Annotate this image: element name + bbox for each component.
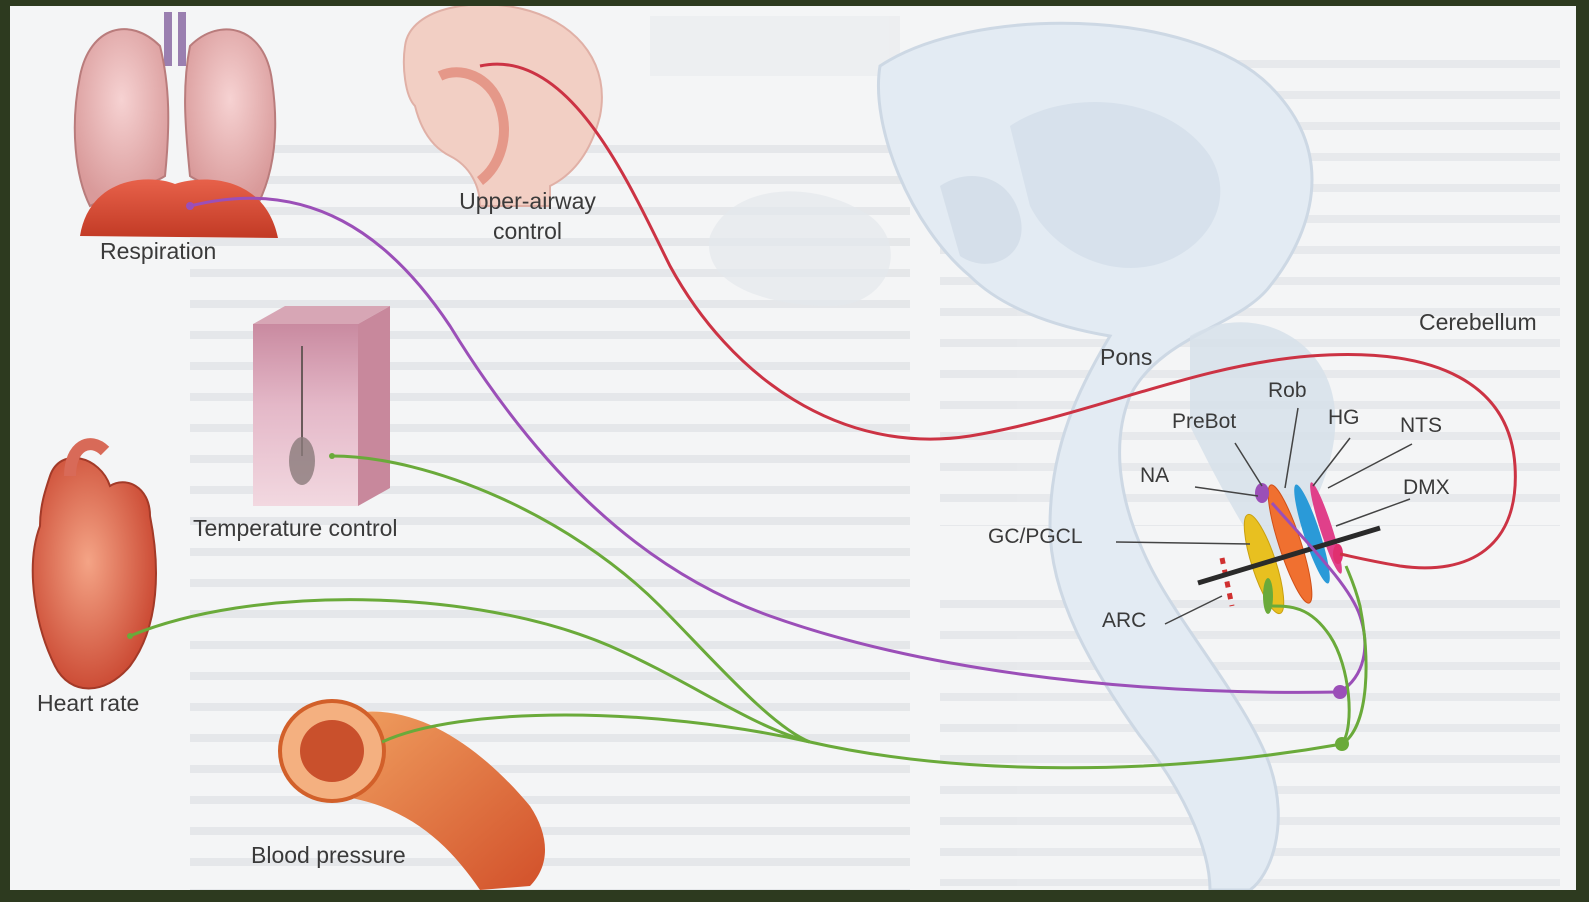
label-cerebellum: Cerebellum	[1419, 309, 1537, 336]
label-upper-airway-line2: control	[440, 216, 615, 246]
respiration-origin	[186, 202, 194, 210]
respiration-endpoint	[1333, 685, 1347, 699]
midbrain-shade	[709, 191, 891, 306]
right-lung	[185, 29, 275, 204]
label-blood-pressure: Blood pressure	[251, 842, 406, 869]
heart-illustration	[33, 444, 156, 688]
infant-head-illustration	[404, 6, 602, 206]
nucleus-green	[1263, 578, 1273, 614]
label-temperature: Temperature control	[193, 515, 398, 542]
trachea	[168, 12, 182, 66]
cardio-endpoint	[1335, 737, 1349, 751]
heart-body	[33, 458, 156, 689]
label-arc: ARC	[1102, 609, 1146, 633]
label-upper-airway-line1: Upper-airway	[440, 186, 615, 216]
label-upper-airway: Upper-airway control	[440, 186, 615, 246]
label-gc-pgcl: GC/PGCL	[988, 525, 1083, 549]
temperature-origin	[329, 453, 335, 459]
skin-side	[358, 306, 390, 506]
merged-cardio-pathway-inner	[1272, 606, 1349, 744]
temperature-pathway	[332, 456, 810, 742]
label-heart-rate: Heart rate	[37, 690, 139, 717]
artery-lumen	[300, 720, 364, 782]
nucleus-arc	[1222, 558, 1232, 606]
label-nts: NTS	[1400, 414, 1442, 438]
brainstem-illustration	[709, 23, 1335, 890]
label-hg: HG	[1328, 406, 1360, 430]
label-prebot: PreBot	[1172, 410, 1236, 434]
heart-origin	[127, 633, 133, 639]
sweat-gland	[289, 437, 315, 485]
figure-frame: Respiration Upper-airway control Tempera…	[10, 6, 1576, 890]
skin-block-illustration	[253, 306, 390, 506]
diagram-canvas	[10, 6, 1576, 890]
lungs-illustration	[75, 12, 278, 238]
label-rob: Rob	[1268, 379, 1307, 403]
label-respiration: Respiration	[100, 238, 216, 265]
label-dmx: DMX	[1403, 476, 1450, 500]
label-na: NA	[1140, 464, 1169, 488]
label-pons: Pons	[1100, 344, 1152, 371]
left-lung	[75, 29, 168, 206]
